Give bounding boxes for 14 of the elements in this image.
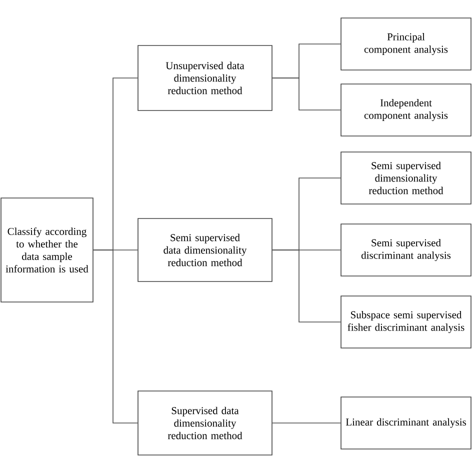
process-box: Semi supervised data dimensionality reduction method bbox=[138, 218, 272, 282]
process-box: Linear discriminant analysis bbox=[340, 396, 472, 450]
process-box: Subspace semi supervised fisher discriminant analysis bbox=[340, 296, 472, 348]
process-box: Unsupervised data dimensionality reduction method bbox=[138, 45, 272, 111]
connector-line bbox=[272, 78, 341, 110]
process-box: Semi supervised discriminant analysis bbox=[340, 224, 472, 276]
process-box: Principal component analysis bbox=[340, 18, 472, 70]
process-box: Supervised data dimensionality reduction method bbox=[138, 390, 272, 456]
process-box: Semi supervised dimensionality reduction method bbox=[340, 152, 472, 204]
connector-line bbox=[93, 250, 138, 424]
process-box: Independent component analysis bbox=[340, 84, 472, 136]
process-box: Classify according to whether the data sample information is used bbox=[0, 198, 94, 302]
connector-line bbox=[272, 422, 341, 424]
connector-line bbox=[272, 250, 341, 322]
